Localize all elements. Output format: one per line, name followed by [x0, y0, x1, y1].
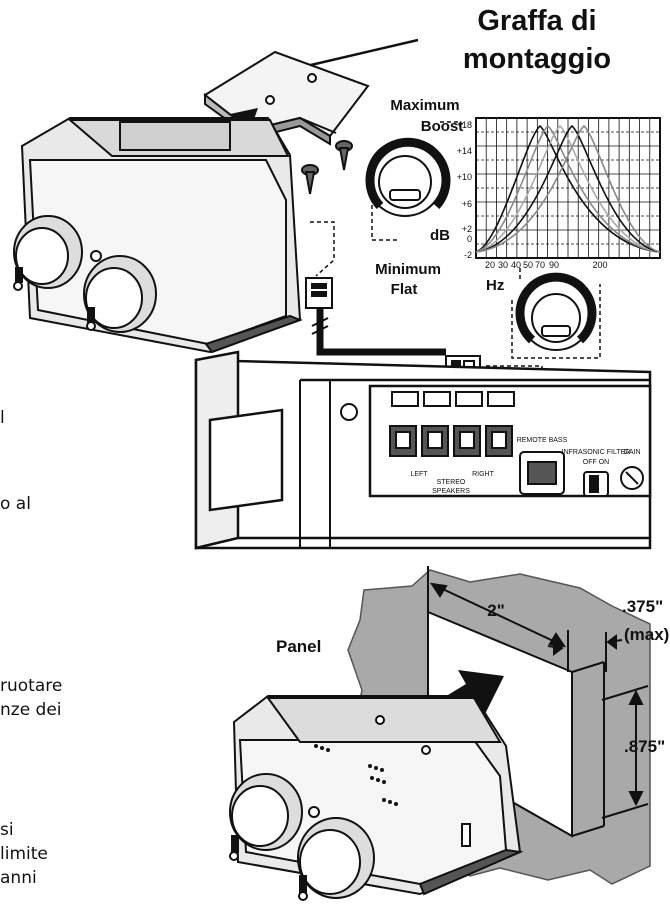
- eq-y-tick-label: -2: [464, 250, 472, 260]
- speaker-terminals: [389, 425, 513, 457]
- title-line-2: montaggio: [463, 43, 611, 75]
- text-fragment-6: limite: [0, 844, 48, 864]
- panel-module-vents: [314, 744, 398, 806]
- gain-knob: [620, 466, 644, 490]
- panel-module-knob-left: [229, 773, 303, 861]
- boost-knob: [365, 137, 451, 217]
- text-fragment-1: l: [0, 408, 5, 428]
- terminal-right-label: RIGHT: [472, 471, 495, 478]
- boost-label: Boost: [421, 118, 464, 135]
- eq-curve: [475, 124, 661, 253]
- eq-curve: [475, 124, 661, 253]
- title-line-1: Graffa di: [477, 5, 596, 37]
- height-label: .875": [624, 737, 665, 756]
- stereo-label: STEREO: [437, 479, 466, 486]
- frequency-knob: [515, 272, 597, 351]
- gain-label: GAIN: [623, 449, 640, 456]
- terminal-left-label: LEFT: [410, 471, 428, 478]
- module-to-cable-leader: [310, 221, 335, 277]
- minimum-label: Minimum: [375, 261, 441, 278]
- text-fragment-5: si: [0, 820, 14, 840]
- infrasonic-filter-label: INFRASONIC FILTER: [562, 449, 631, 456]
- panel-module-knob-right: [297, 817, 375, 901]
- maximum-label: Maximum: [390, 97, 459, 114]
- cable-to-port-leader: [486, 365, 543, 428]
- thickness-dimension: [547, 632, 623, 672]
- eq-x-tick-label: 90: [549, 260, 559, 270]
- knob-module-knob-right: [83, 255, 157, 333]
- remote-bass-port-label: REMOTE BASS: [517, 437, 568, 444]
- panel-module-side-jack: [461, 823, 471, 847]
- eq-curve: [475, 124, 661, 253]
- panel-module-led: [308, 806, 320, 818]
- amplifier-screw: [340, 403, 358, 421]
- eq-curve: [475, 124, 661, 253]
- eq-y-tick-label: +18: [457, 120, 472, 130]
- text-fragment-7: anni: [0, 868, 37, 888]
- speakers-label: SPEAKERS: [432, 488, 470, 495]
- flat-label: Flat: [391, 281, 418, 298]
- db-label: dB: [430, 227, 450, 244]
- eq-x-tick-label: 40: [511, 260, 521, 270]
- text-fragment-4: nze dei: [0, 700, 62, 720]
- screw-1: [301, 164, 319, 195]
- eq-y-tick-label: +14: [457, 146, 472, 156]
- eq-curves: [475, 124, 661, 253]
- knob-module-led: [90, 250, 102, 262]
- eq-y-ticks: +18 +14 +10 +6 +20 -2: [457, 120, 472, 260]
- thickness-label: .375": [622, 597, 663, 616]
- eq-y-tick-label: +6: [462, 199, 472, 209]
- depth-label: 2": [487, 601, 505, 620]
- filter-switch-label: OFF ON: [583, 459, 609, 466]
- eq-x-tick-label: 30: [498, 260, 508, 270]
- text-fragment-3: ruotare: [0, 676, 63, 696]
- eq-y-tick-label: +10: [457, 172, 472, 182]
- eq-x-tick-label: 20: [485, 260, 495, 270]
- eq-y-tick-label: 0: [467, 234, 472, 244]
- eq-x-tick-label: 200: [592, 260, 607, 270]
- screw-2: [335, 140, 353, 171]
- eq-x-tick-label: 70: [535, 260, 545, 270]
- eq-x-tick-label: 50: [523, 260, 533, 270]
- eq-curve: [475, 124, 661, 253]
- thickness-note: (max): [624, 625, 669, 644]
- title-leader-line: [297, 38, 419, 70]
- panel-module-screw-hole-2: [375, 715, 385, 725]
- remote-bass-port: [519, 451, 565, 495]
- frequency-knob-leader: [511, 268, 601, 359]
- amplifier-top-tabs: [391, 391, 515, 407]
- text-fragment-2: o al: [0, 494, 31, 514]
- knob-module-knob-left: [13, 215, 83, 291]
- boost-knob-leader: [371, 121, 458, 241]
- panel-label: Panel: [276, 637, 321, 656]
- hz-label: Hz: [486, 277, 504, 294]
- panel-module-screw-hole: [421, 745, 431, 755]
- infrasonic-filter-switch: [583, 471, 609, 497]
- height-dimension: [601, 685, 649, 819]
- eq-y-tick-label: +2: [462, 224, 472, 234]
- depth-dimension: [427, 566, 569, 672]
